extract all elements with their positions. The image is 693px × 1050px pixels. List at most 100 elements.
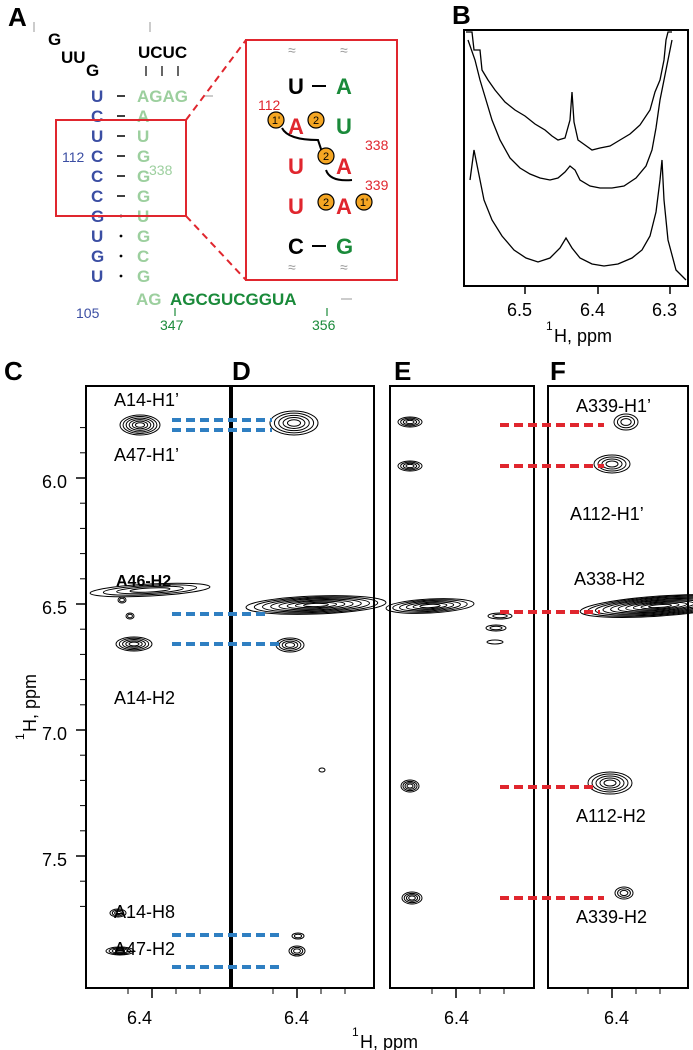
label-a338-h2: A338-H2	[574, 569, 645, 589]
label-a112-h1p: A112-H1’	[570, 504, 644, 524]
contour-peak	[625, 600, 693, 612]
highlight-box	[55, 119, 187, 217]
contour-peak	[109, 908, 127, 918]
contour-peak	[603, 779, 617, 787]
contour-peak	[397, 416, 423, 428]
contour-peak	[599, 777, 621, 789]
contour-peak	[290, 946, 304, 956]
contour-peak	[102, 584, 198, 596]
num-112: 112	[62, 149, 85, 165]
right-base: G	[137, 227, 150, 246]
contour-peak	[401, 891, 423, 905]
panel-d-label: D	[232, 356, 251, 386]
contour-peak	[399, 600, 461, 612]
right-base: G	[137, 147, 150, 166]
contour-peak	[118, 637, 150, 651]
y-tick-6.0: 6.0	[42, 472, 67, 492]
y-axis-label-group: 1 H, ppm	[13, 674, 40, 740]
contour-peak	[614, 886, 634, 900]
y-axis-label-sup: 1	[13, 733, 27, 740]
atom-label: 1'	[360, 197, 368, 209]
contour-peak	[122, 416, 158, 434]
contour-peak	[117, 596, 127, 604]
contour-peak	[397, 460, 423, 472]
contour-peak	[486, 639, 504, 645]
panel-b: B 6.5 6.4 6.3 1 H, ppm	[452, 0, 689, 346]
inset-base-right: U	[336, 114, 352, 139]
y-tick-7.5: 7.5	[42, 850, 67, 870]
x-tick-e: 6.4	[444, 1008, 469, 1028]
label-a46-h2: A46-H2	[116, 573, 171, 590]
contour-peak	[594, 596, 693, 616]
atom-circle	[317, 193, 335, 211]
left-base: U	[91, 267, 103, 286]
left-base: U	[91, 227, 103, 246]
left-base: G	[91, 247, 104, 266]
panel-b-label: B	[452, 0, 471, 30]
contour-peak	[617, 888, 631, 898]
label-a14-h8: A14-H8	[114, 902, 175, 922]
contour-peak	[278, 414, 310, 432]
break-mark-left-bottom: ≈	[288, 259, 296, 275]
contour-peak	[613, 413, 639, 431]
contour-peak	[114, 949, 126, 953]
contour-peak	[489, 625, 503, 631]
spectrum-bottom	[469, 149, 687, 281]
contour-peak	[593, 454, 631, 474]
contour-peak	[125, 612, 135, 620]
break-mark-left: ≈	[288, 42, 296, 58]
x-axis-label: H, ppm	[360, 1032, 418, 1050]
panel-b-ticks	[524, 286, 671, 294]
x-axis-label-sup: 1	[352, 1025, 359, 1039]
contour-peak	[400, 461, 420, 471]
contour-peak	[619, 889, 629, 897]
contour-peak	[605, 460, 619, 468]
panel-f-label: F	[550, 356, 566, 386]
contour-peak	[419, 603, 441, 609]
contour-peak	[262, 597, 370, 613]
y-axis	[76, 427, 86, 907]
contour-peak	[602, 597, 693, 615]
contour-peak	[402, 780, 418, 792]
panel-a-label: A	[8, 2, 27, 32]
contour-peak	[131, 420, 149, 430]
x-tick-c: 6.4	[127, 1008, 152, 1028]
contour-peak	[405, 894, 419, 902]
num-338: 338	[149, 162, 173, 178]
contour-peak	[400, 417, 420, 427]
loop-uu: UU	[61, 48, 86, 67]
label-a14-h1p: A14-H1’	[114, 390, 179, 410]
contour-peak	[125, 640, 143, 648]
right-base: G	[137, 167, 150, 186]
contour-peak	[640, 602, 680, 610]
contour-peak	[610, 598, 693, 614]
atom-circle	[317, 147, 335, 165]
panel-b-frame	[463, 29, 689, 287]
num-356: 356	[312, 317, 336, 333]
contour-peak	[284, 642, 296, 648]
label-a339-h2: A339-H2	[576, 907, 647, 927]
contour-peak	[89, 582, 211, 598]
label-a47-h1p: A47-H1’	[114, 445, 179, 465]
pair-dot	[119, 274, 123, 278]
contour-peak	[116, 585, 184, 595]
inset-base-left: A	[288, 114, 304, 139]
spectrum-frame	[389, 385, 535, 989]
contour-peak	[405, 419, 415, 425]
contour-peak	[128, 641, 140, 647]
label-a47-h2: A47-H2	[114, 939, 175, 959]
contour-peak	[303, 602, 329, 608]
contour-peak	[119, 414, 161, 436]
atom-label: 2	[313, 115, 319, 127]
right-top-agag: AGAG	[137, 87, 188, 106]
atom-label: 2	[323, 151, 329, 163]
contour-peak	[286, 419, 302, 427]
spectrum-middle	[467, 39, 673, 189]
contour-peak	[128, 419, 152, 431]
panel-c-label: C	[4, 356, 23, 386]
x-tick-f: 6.4	[604, 1008, 629, 1028]
tail-ag: AG	[136, 290, 162, 309]
base-pair-marks	[117, 95, 125, 278]
inset-num-112: 112	[258, 97, 281, 113]
